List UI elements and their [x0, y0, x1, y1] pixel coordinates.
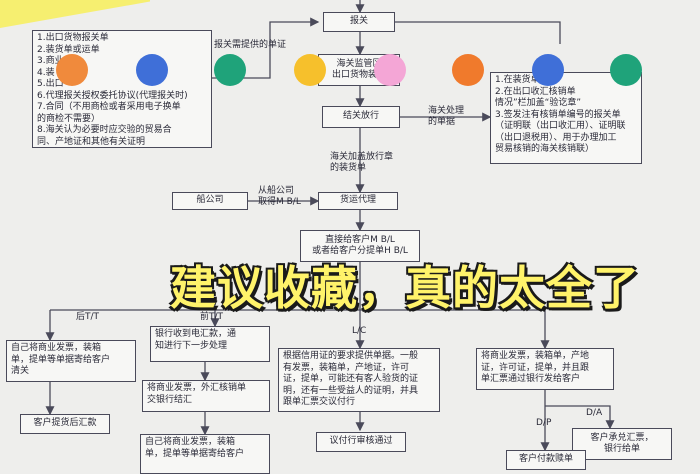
node-customer-pays: 客户提货后汇款	[20, 414, 110, 434]
dot-1	[56, 54, 88, 86]
node-customs-processing: 1.在装货单 2.在出口收汇核销单 情况”栏加盖“验讫章” 3.签发注有核销单编…	[490, 72, 642, 164]
node-lc-documents: 根据信用证的要求提供单据。一般 有发票，装箱单，产地证，许可 证，提单，可能还有…	[278, 348, 440, 412]
node-customs: 报关	[323, 12, 395, 32]
label-obtain-bill: 从船公司 取得M B/L	[258, 186, 301, 207]
dot-8	[610, 54, 642, 86]
dot-2	[136, 54, 168, 86]
banner-overlay-text: 建议收藏，真的太全了	[170, 261, 640, 315]
node-shipping-company: 船公司	[172, 192, 248, 210]
dot-4	[294, 54, 326, 86]
label-tt-before: 前T/T	[200, 312, 224, 322]
label-lc: L/C	[352, 326, 367, 336]
dot-5	[374, 54, 406, 86]
node-mail-documents-prepaid: 自己将商业发票，装箱 单，提单等单据寄给客户	[140, 434, 270, 474]
label-tt-after: 后T/T	[76, 312, 100, 322]
node-mail-documents: 自己将商业发票，装箱 单，提单等单据寄给客户 清关	[6, 340, 136, 382]
node-bank-collection: 将商业发票，装箱单，产地 证，许可证，提单，并且跟 单汇票通过银行发给客户	[476, 348, 614, 390]
dot-6	[452, 54, 484, 86]
node-customer-acceptance: 客户承兑汇票， 银行给单	[572, 428, 672, 460]
dot-7	[532, 54, 564, 86]
node-deliver-bill: 直接给客户M B/L 或者给客户分提单H B/L	[300, 230, 420, 262]
label-required-docs: 报关需提供的单证	[214, 40, 287, 50]
node-bank-receipt: 银行收到电汇款，通 知进行下一步处理	[150, 326, 270, 362]
label-customs-docs: 海关处理 的单据	[428, 106, 465, 127]
dot-3	[214, 54, 246, 86]
label-da: D/A	[586, 408, 603, 418]
node-freight-agent: 货运代理	[318, 192, 398, 210]
node-release: 结关放行	[322, 106, 400, 128]
node-forex-settlement: 将商业发票，外汇核销单 交银行结汇	[142, 380, 270, 412]
label-stamped-loading-order: 海关加盖放行章 的装货单	[330, 152, 394, 173]
node-customer-payment: 客户付款赎单	[506, 450, 586, 470]
node-declaration-documents: 1.出口货物报关单 2.装货单或运单 3.商业 4.装 5.出口 6.代理报关授…	[32, 30, 212, 148]
node-negotiating-bank: 议付行审核通过	[316, 432, 406, 452]
label-dp: D/P	[536, 418, 552, 428]
